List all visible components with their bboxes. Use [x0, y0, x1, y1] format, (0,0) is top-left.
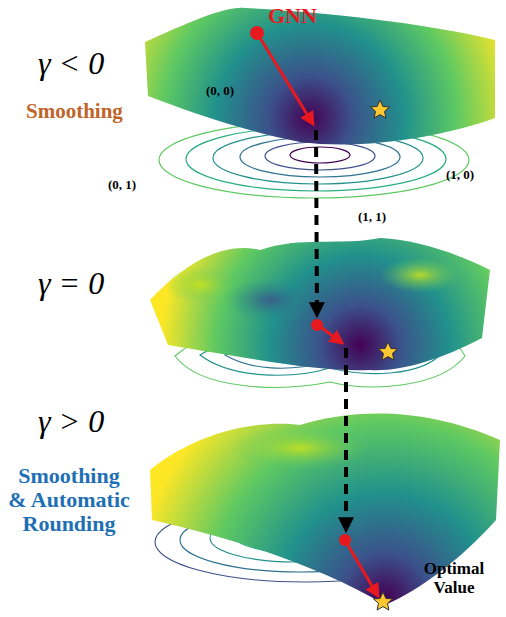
- figure-path: [379, 342, 398, 360]
- phase-label: Smoothing & Automatic Rounding: [8, 464, 130, 537]
- surface-bump: [165, 267, 235, 303]
- gamma-condition: γ < 0: [38, 46, 104, 81]
- phase-label: Smoothing: [26, 100, 123, 123]
- gnn-step-arrow: [257, 33, 313, 124]
- rounding-surface: [150, 414, 500, 605]
- surface-dip: [225, 278, 315, 322]
- corner-coordinate: (0, 0): [206, 84, 234, 98]
- surface-bump: [380, 257, 460, 293]
- dashed-transfer-arrow: [316, 130, 317, 315]
- rugged-surface: [150, 238, 490, 370]
- optimum-label: Optimal Value: [412, 560, 496, 597]
- corner-coordinate: (1, 1): [358, 210, 386, 224]
- gamma-condition: γ = 0: [38, 266, 104, 301]
- figure-ellipse: [265, 142, 375, 170]
- optimum-stars: [371, 100, 398, 610]
- descent-arrow: [346, 542, 378, 596]
- dashed-transfer-arrow: [344, 348, 348, 530]
- figure-ellipse: [290, 147, 350, 163]
- iterate-point: [311, 319, 323, 331]
- corner-coordinate: (1, 0): [446, 168, 474, 182]
- gnn-label: GNN: [268, 4, 317, 28]
- smooth-surface: [145, 8, 495, 145]
- surface-bump: [230, 426, 370, 470]
- figure-path: [371, 100, 390, 118]
- figure-path: [374, 592, 393, 610]
- start-point: [250, 26, 264, 40]
- gamma-condition: γ > 0: [38, 404, 104, 439]
- iterate-point: [339, 534, 351, 546]
- corner-coordinate: (0, 1): [108, 178, 136, 192]
